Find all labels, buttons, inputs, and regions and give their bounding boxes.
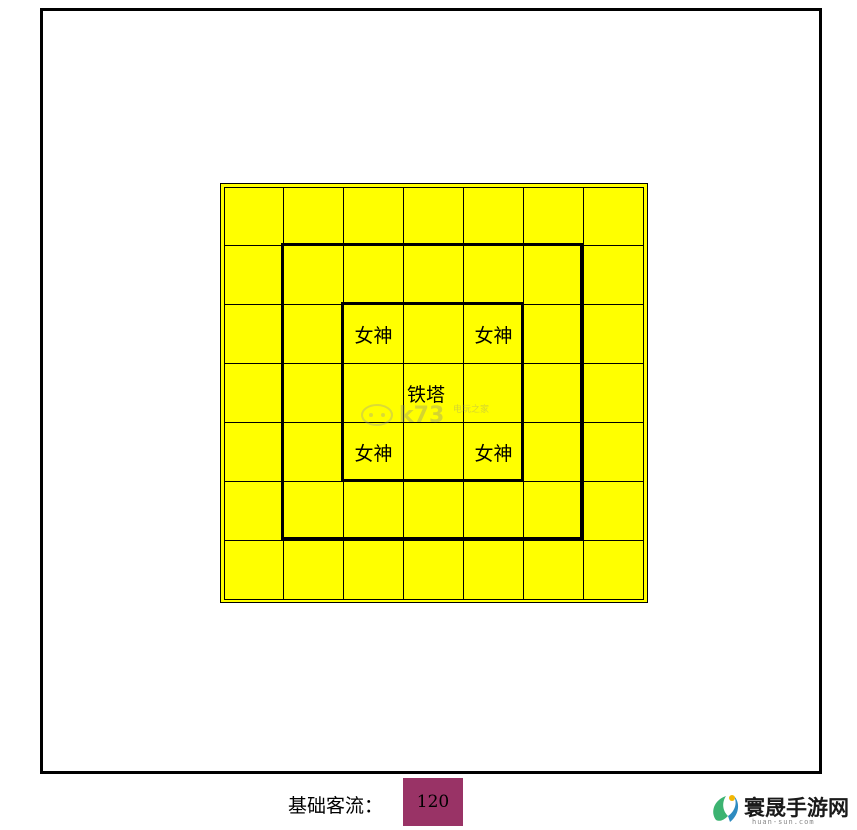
- board-cell[interactable]: [344, 364, 404, 423]
- goddess-label: 女神: [474, 324, 513, 347]
- board-cell[interactable]: [224, 187, 284, 246]
- brand-text: 寰晟手游网: [744, 796, 849, 820]
- board-cell[interactable]: [404, 541, 464, 600]
- board-cell[interactable]: [404, 364, 464, 423]
- board-cell[interactable]: [464, 187, 524, 246]
- board-cell[interactable]: [404, 423, 464, 482]
- board-cell[interactable]: [584, 364, 644, 423]
- board-cell[interactable]: [284, 364, 344, 423]
- board-cell[interactable]: [224, 541, 284, 600]
- board-cell[interactable]: [464, 364, 524, 423]
- goddess-label: 女神: [354, 442, 393, 465]
- board-cell[interactable]: [464, 482, 524, 541]
- board-cell[interactable]: [284, 482, 344, 541]
- board-cell[interactable]: 女神: [344, 305, 404, 364]
- board-cell[interactable]: [224, 423, 284, 482]
- board-cell[interactable]: [344, 187, 404, 246]
- board-cell[interactable]: [284, 305, 344, 364]
- board-cell[interactable]: [584, 423, 644, 482]
- board-cell[interactable]: 女神: [344, 423, 404, 482]
- base-traffic-label: 基础客流：: [288, 795, 384, 817]
- board-cell[interactable]: [224, 364, 284, 423]
- board-cell[interactable]: [524, 246, 584, 305]
- brand-logo: 寰晟手游网 huan-sun.com: [708, 790, 857, 828]
- game-board: 女神女神女神女神 铁塔 k73 电玩之家: [220, 183, 648, 603]
- board-cell[interactable]: [584, 246, 644, 305]
- board-cell[interactable]: [404, 246, 464, 305]
- base-traffic-value: 120: [403, 778, 463, 826]
- board-cell[interactable]: [344, 541, 404, 600]
- board-cell[interactable]: [524, 305, 584, 364]
- board-cell[interactable]: [284, 541, 344, 600]
- board-cell[interactable]: [224, 246, 284, 305]
- watermark-sub: 电玩之家: [453, 403, 489, 415]
- board-cell[interactable]: 女神: [464, 305, 524, 364]
- board-cell[interactable]: [524, 423, 584, 482]
- board-cell[interactable]: [284, 423, 344, 482]
- leaf-swirl-icon: [713, 795, 739, 822]
- board-cell[interactable]: 女神: [464, 423, 524, 482]
- board-cell[interactable]: [584, 482, 644, 541]
- board-cell[interactable]: [284, 187, 344, 246]
- board-cell[interactable]: [404, 187, 464, 246]
- goddess-label: 女神: [354, 324, 393, 347]
- board-cell[interactable]: [584, 541, 644, 600]
- board-cell[interactable]: [524, 482, 584, 541]
- board-cell[interactable]: [284, 246, 344, 305]
- brand-subtext: huan-sun.com: [752, 818, 815, 826]
- gamepad-icon: [361, 404, 393, 426]
- board-grid: 女神女神女神女神: [224, 187, 644, 600]
- board-cell[interactable]: [404, 482, 464, 541]
- board-cell[interactable]: [404, 305, 464, 364]
- board-cell[interactable]: [224, 482, 284, 541]
- tower-label: 铁塔: [407, 384, 446, 406]
- goddess-label: 女神: [474, 442, 513, 465]
- board-cell[interactable]: [344, 482, 404, 541]
- board-cell[interactable]: [524, 364, 584, 423]
- k73-watermark: k73 电玩之家: [361, 403, 489, 428]
- board-cell[interactable]: [584, 305, 644, 364]
- board-cell[interactable]: [524, 187, 584, 246]
- board-cell[interactable]: [224, 305, 284, 364]
- board-cell[interactable]: [584, 187, 644, 246]
- board-cell[interactable]: [464, 246, 524, 305]
- board-cell[interactable]: [524, 541, 584, 600]
- watermark-text: k73: [399, 403, 444, 428]
- board-cell[interactable]: [464, 541, 524, 600]
- board-cell[interactable]: [344, 246, 404, 305]
